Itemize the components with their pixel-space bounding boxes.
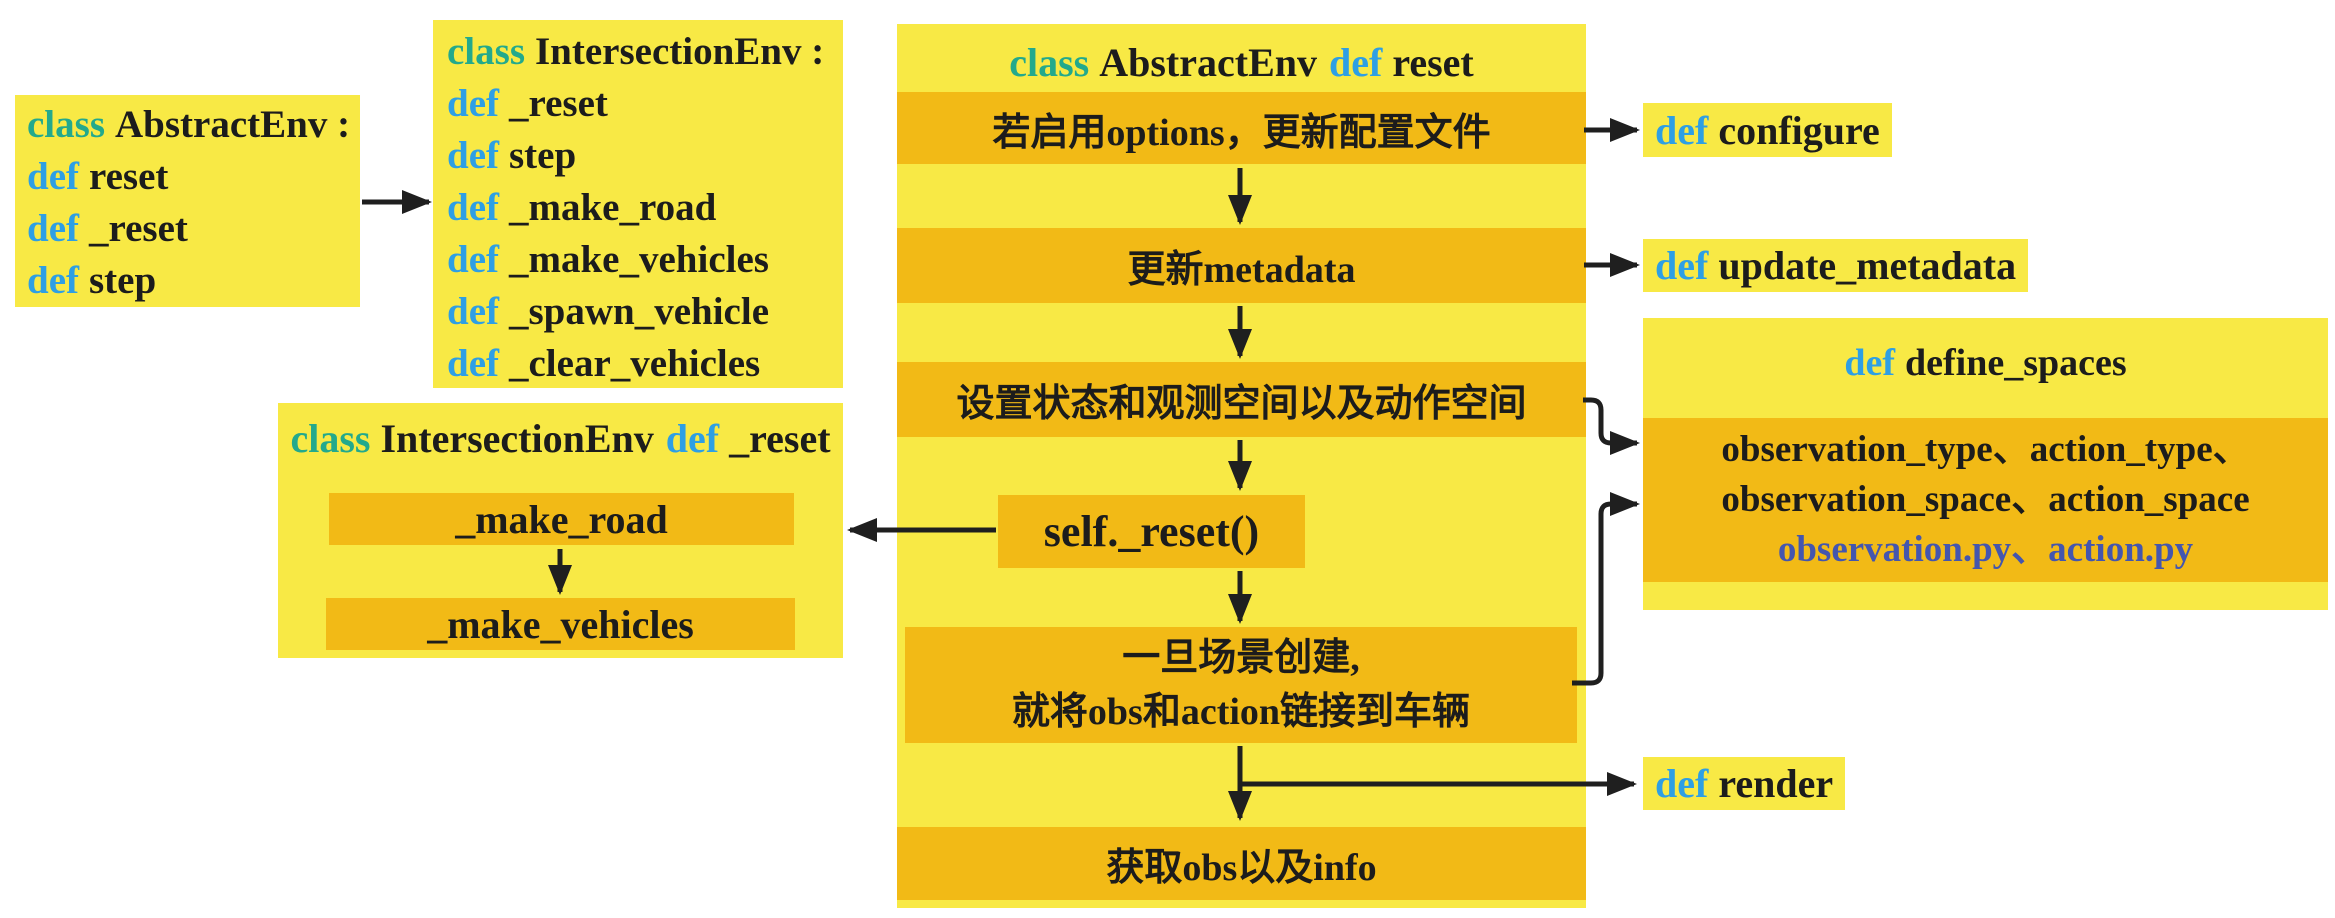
list-item: def_reset bbox=[447, 78, 843, 130]
list-item: def_make_road bbox=[447, 182, 843, 234]
step-update-config: 若启用options，更新配置文件 bbox=[897, 92, 1586, 164]
step-get-obs-info: 获取obs以及info bbox=[897, 827, 1586, 900]
step-label: 若启用options，更新配置文件 bbox=[992, 111, 1491, 154]
method-name: _reset bbox=[509, 82, 608, 125]
class-keyword: class bbox=[1009, 39, 1090, 85]
def-keyword: def bbox=[27, 155, 79, 198]
def-keyword: def bbox=[1655, 107, 1709, 153]
class-keyword: class bbox=[447, 30, 525, 73]
method-name: render bbox=[1718, 761, 1834, 806]
method-name: _reset bbox=[89, 207, 188, 250]
method-name: update_metadata bbox=[1718, 243, 2017, 288]
def-keyword: def bbox=[27, 259, 79, 302]
method-name: define_spaces bbox=[1905, 342, 2127, 384]
def-keyword: def bbox=[1655, 761, 1709, 806]
class-name: AbstractEnv bbox=[1099, 39, 1317, 85]
def-keyword: def bbox=[447, 134, 499, 177]
def-keyword: def bbox=[447, 82, 499, 125]
def-keyword: def bbox=[27, 207, 79, 250]
step-link-obs-action: 一旦场景创建, 就将obs和action链接到车辆 bbox=[905, 627, 1577, 743]
list-item: def_clear_vehicles bbox=[447, 338, 843, 390]
arrow-spaces-to-define-spaces bbox=[1583, 397, 1640, 455]
def-keyword: def bbox=[447, 290, 499, 333]
step-update-metadata: 更新metadata bbox=[897, 228, 1586, 303]
spaces-files-line: observation.py、action.py bbox=[1777, 529, 2194, 570]
spaces-line1: observation_type、action_type、 bbox=[1721, 429, 2250, 470]
method-name: reset bbox=[1392, 39, 1474, 85]
step-label: 更新metadata bbox=[1127, 249, 1356, 291]
class-keyword: class bbox=[290, 415, 371, 461]
method-name: step bbox=[89, 259, 157, 302]
def-keyword: def bbox=[447, 342, 499, 385]
method-name: _spawn_vehicle bbox=[509, 290, 770, 333]
step-label: self._reset() bbox=[1043, 507, 1260, 556]
method-name: _reset bbox=[729, 415, 831, 461]
method-name: _clear_vehicles bbox=[509, 342, 761, 385]
def-keyword: def bbox=[447, 238, 499, 281]
step-define-spaces: 设置状态和观测空间以及动作空间 bbox=[897, 362, 1586, 437]
method-name: _make_vehicles bbox=[509, 238, 769, 281]
def-keyword: def bbox=[1844, 342, 1895, 384]
spaces-line2: observation_space、action_space bbox=[1721, 479, 2250, 520]
def-keyword: def bbox=[665, 415, 720, 461]
def-keyword: def bbox=[1655, 243, 1709, 288]
def-keyword: def bbox=[447, 186, 499, 229]
list-item: def_reset bbox=[27, 203, 360, 255]
list-item: def_spawn_vehicle bbox=[447, 286, 843, 338]
class-name: IntersectionEnv : bbox=[535, 30, 825, 73]
method-name: step bbox=[509, 134, 577, 177]
class-name: IntersectionEnv bbox=[380, 415, 654, 461]
step-label: _make_road bbox=[455, 496, 668, 542]
step-label: 设置状态和观测空间以及动作空间 bbox=[956, 383, 1527, 425]
class-keyword: class bbox=[27, 103, 105, 146]
make-road-step: _make_road bbox=[329, 493, 794, 545]
class-name: AbstractEnv : bbox=[115, 103, 351, 146]
list-item: def_make_vehicles bbox=[447, 234, 843, 286]
step-label: _make_vehicles bbox=[427, 601, 694, 647]
step-self-reset: self._reset() bbox=[998, 495, 1305, 568]
make-vehicles-step: _make_vehicles bbox=[326, 598, 795, 650]
def-keyword: def bbox=[1329, 39, 1383, 85]
step-label-line1: 一旦场景创建, bbox=[1122, 637, 1360, 679]
method-name: reset bbox=[89, 155, 169, 198]
method-name: configure bbox=[1718, 107, 1880, 153]
method-name: _make_road bbox=[509, 186, 717, 229]
step-label: 获取obs以及info bbox=[1106, 847, 1377, 889]
step-label-line2: 就将obs和action链接到车辆 bbox=[1011, 691, 1471, 733]
define-spaces-detail: observation_type、action_type、 observatio… bbox=[1643, 418, 2328, 582]
